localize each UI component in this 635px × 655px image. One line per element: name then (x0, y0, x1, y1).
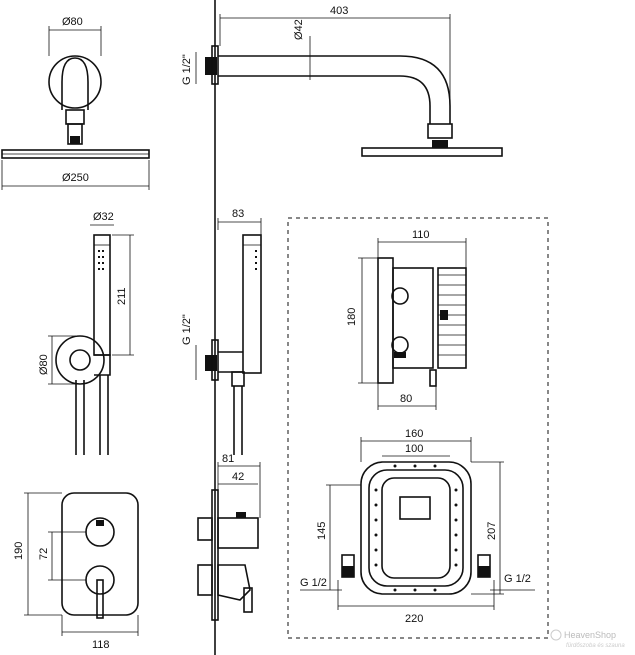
dim-plate-width: 118 (92, 639, 110, 651)
dim-box-depth: 80 (400, 393, 412, 405)
dim-head-diameter: Ø80 (62, 16, 83, 28)
dim-hose-thread: G 1/2" (181, 314, 193, 345)
dim-box-height: 180 (346, 308, 358, 326)
hand-shower-side-view (195, 218, 262, 455)
arm-side-view (195, 14, 503, 157)
svg-text:fürdőszoba és szauna: fürdőszoba és szauna (566, 643, 625, 649)
concealed-box-view (358, 238, 467, 410)
mixer-plate-front-view (24, 492, 139, 636)
dim-frame-total-height: 207 (486, 522, 498, 540)
dim-arm-length: 403 (330, 5, 348, 17)
dim-hand-depth: 83 (232, 208, 244, 220)
dim-box-width: 110 (412, 229, 430, 241)
dim-hand-diameter: Ø32 (93, 211, 114, 223)
dim-mixer-depth: 81 (222, 453, 234, 465)
dim-holder-diameter: Ø80 (38, 354, 50, 375)
hand-shower-front-view (48, 224, 134, 455)
dim-frame-thread-right: G 1/2 (504, 573, 531, 585)
mixer-side-view (197, 462, 261, 621)
head-front-view (1, 26, 150, 190)
watermark-logo: HeavenShop fürdőszoba és szauna (550, 629, 625, 649)
dim-frame-inner-width: 100 (405, 443, 423, 455)
dim-shower-diameter: Ø250 (62, 172, 89, 184)
dim-frame-height: 145 (316, 522, 328, 540)
dim-arm-thread: G 1/2" (181, 54, 193, 85)
concealed-body-frame (287, 217, 549, 639)
mounting-frame-view (300, 437, 535, 610)
dim-arm-diameter: Ø42 (293, 19, 305, 40)
dim-hand-height: 211 (116, 287, 128, 305)
dim-mixer-handle-depth: 42 (232, 471, 244, 483)
dim-plate-offset: 72 (38, 548, 50, 560)
dim-frame-thread-left: G 1/2 (300, 577, 327, 589)
dim-frame-outer-width: 160 (405, 428, 423, 440)
dim-frame-span: 220 (405, 613, 423, 625)
svg-text:HeavenShop: HeavenShop (564, 630, 616, 640)
dim-plate-height: 190 (13, 542, 25, 560)
